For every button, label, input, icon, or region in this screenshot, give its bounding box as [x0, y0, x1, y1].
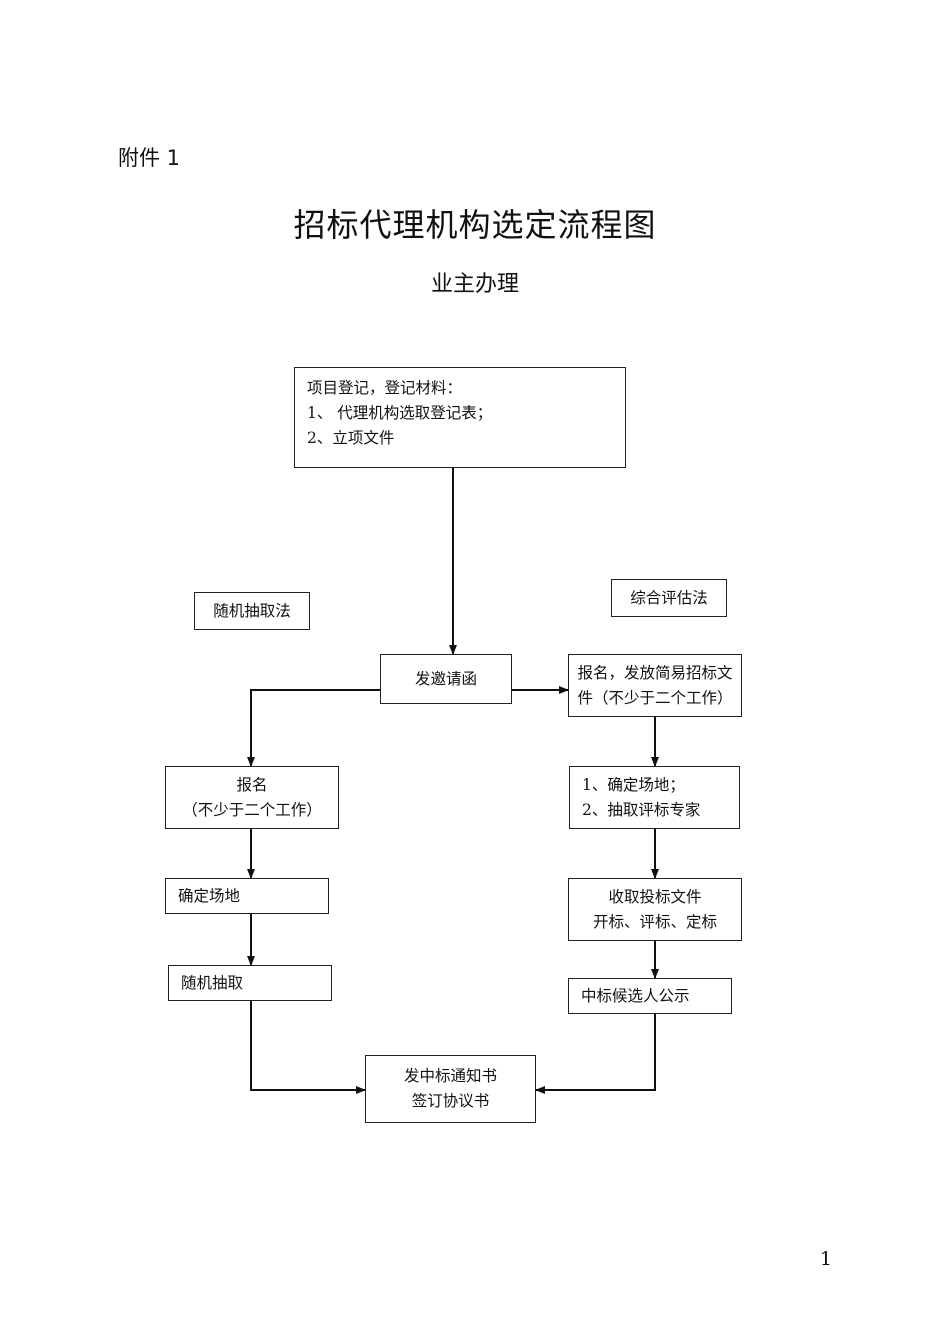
page-title: 招标代理机构选定流程图 — [293, 206, 657, 244]
final-box: 发中标通知书 签订协议书 — [365, 1055, 536, 1123]
invite-box: 发邀请函 — [380, 654, 512, 704]
registration-line-1: 项目登记，登记材料： — [307, 379, 463, 397]
left-signup-line-1: 报名 — [236, 775, 268, 794]
right-collect-box: 收取投标文件 开标、评标、定标 — [568, 878, 742, 941]
attachment-label: 附件 1 — [118, 146, 181, 170]
right-venue-line-2: 2、抽取评标专家 — [582, 800, 701, 819]
right-collect-line-2: 开标、评标、定标 — [592, 912, 717, 931]
comprehensive-method-box: 综合评估法 — [611, 579, 727, 617]
random-method-label: 随机抽取法 — [213, 601, 291, 620]
left-draw-box: 随机抽取 — [168, 965, 332, 1001]
right-signup-line-1: 报名，发放简易招标文 — [577, 663, 733, 682]
final-line-2: 签订协议书 — [411, 1092, 490, 1110]
random-method-box: 随机抽取法 — [194, 592, 310, 630]
left-draw-label: 随机抽取 — [181, 973, 244, 992]
final-line-1: 发中标通知书 — [403, 1067, 497, 1085]
left-signup-line-2: （不少于二个工作） — [182, 800, 322, 819]
right-collect-line-1: 收取投标文件 — [608, 887, 702, 906]
registration-line-3: 2、立项文件 — [307, 429, 395, 447]
connector-invite-to-left-signup — [247, 689, 381, 767]
right-venue-line-1: 1、确定场地； — [582, 775, 685, 794]
left-signup-box: 报名 （不少于二个工作） — [165, 766, 339, 829]
connector-left-draw-to-final — [250, 1000, 366, 1094]
right-publicity-label: 中标候选人公示 — [581, 986, 690, 1005]
page-number: 1 — [819, 1248, 832, 1270]
registration-line-2: 1、 代理机构选取登记表； — [307, 404, 493, 422]
registration-box: 项目登记，登记材料： 1、 代理机构选取登记表； 2、立项文件 — [294, 367, 626, 468]
right-signup-box: 报名，发放简易招标文 件（不少于二个工作） — [568, 654, 742, 717]
left-venue-label: 确定场地 — [178, 886, 241, 905]
right-publicity-box: 中标候选人公示 — [568, 978, 732, 1014]
right-venue-box: 1、确定场地； 2、抽取评标专家 — [569, 766, 740, 829]
connector-right-publicity-to-final — [535, 1013, 656, 1094]
left-venue-box: 确定场地 — [165, 878, 329, 914]
page-subtitle: 业主办理 — [430, 272, 519, 297]
right-signup-line-2: 件（不少于二个工作） — [577, 688, 733, 707]
comprehensive-method-label: 综合评估法 — [630, 588, 708, 607]
invite-label: 发邀请函 — [414, 669, 477, 688]
